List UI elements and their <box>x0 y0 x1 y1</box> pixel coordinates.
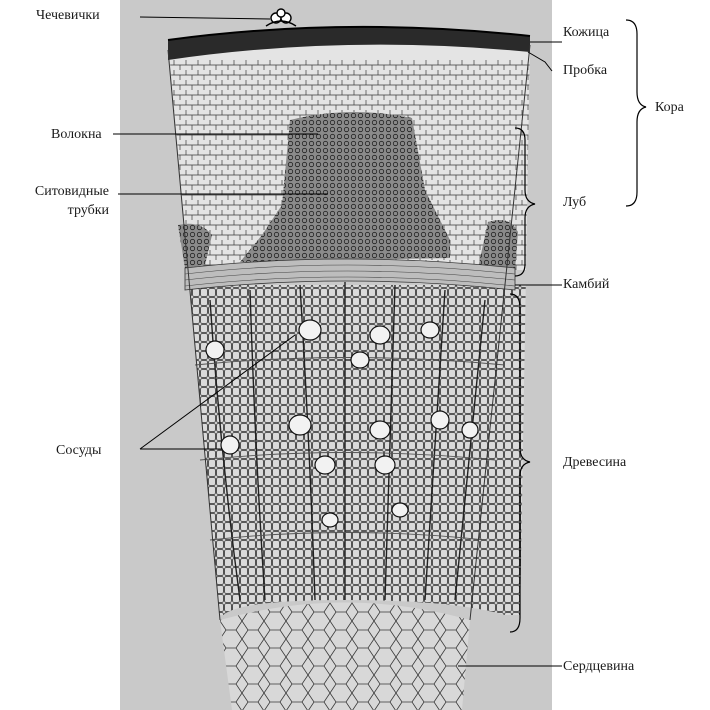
label-phloem: Луб <box>563 195 587 210</box>
leader-lines-right <box>458 41 562 667</box>
leader-lines-left <box>113 16 328 450</box>
epidermis-band <box>167 25 531 41</box>
label-lenticels: Чечевички <box>36 8 100 23</box>
label-wood: Древесина <box>563 455 627 470</box>
cambium-band <box>184 258 516 291</box>
brace-wood <box>509 293 531 633</box>
label-cambium: Камбий <box>563 277 610 292</box>
label-pith: Сердцевина <box>563 659 635 674</box>
wood-rays <box>209 281 486 601</box>
vessels <box>205 319 479 528</box>
label-epidermis: Кожица <box>563 25 610 40</box>
lenticel-bump <box>265 8 297 27</box>
cork-band <box>168 26 530 61</box>
label-vessels: Сосуды <box>56 443 102 458</box>
label-cork: Пробка <box>563 63 608 78</box>
label-bark: Кора <box>655 100 684 115</box>
label-fibers: Волокна <box>51 127 102 142</box>
annual-rings <box>194 357 506 541</box>
label-sieve-tubes-line1: Ситовидные <box>34 184 109 199</box>
brace-bark <box>625 19 647 207</box>
label-sieve-tubes-line2: трубки <box>67 203 109 218</box>
brace-phloem <box>514 127 536 277</box>
